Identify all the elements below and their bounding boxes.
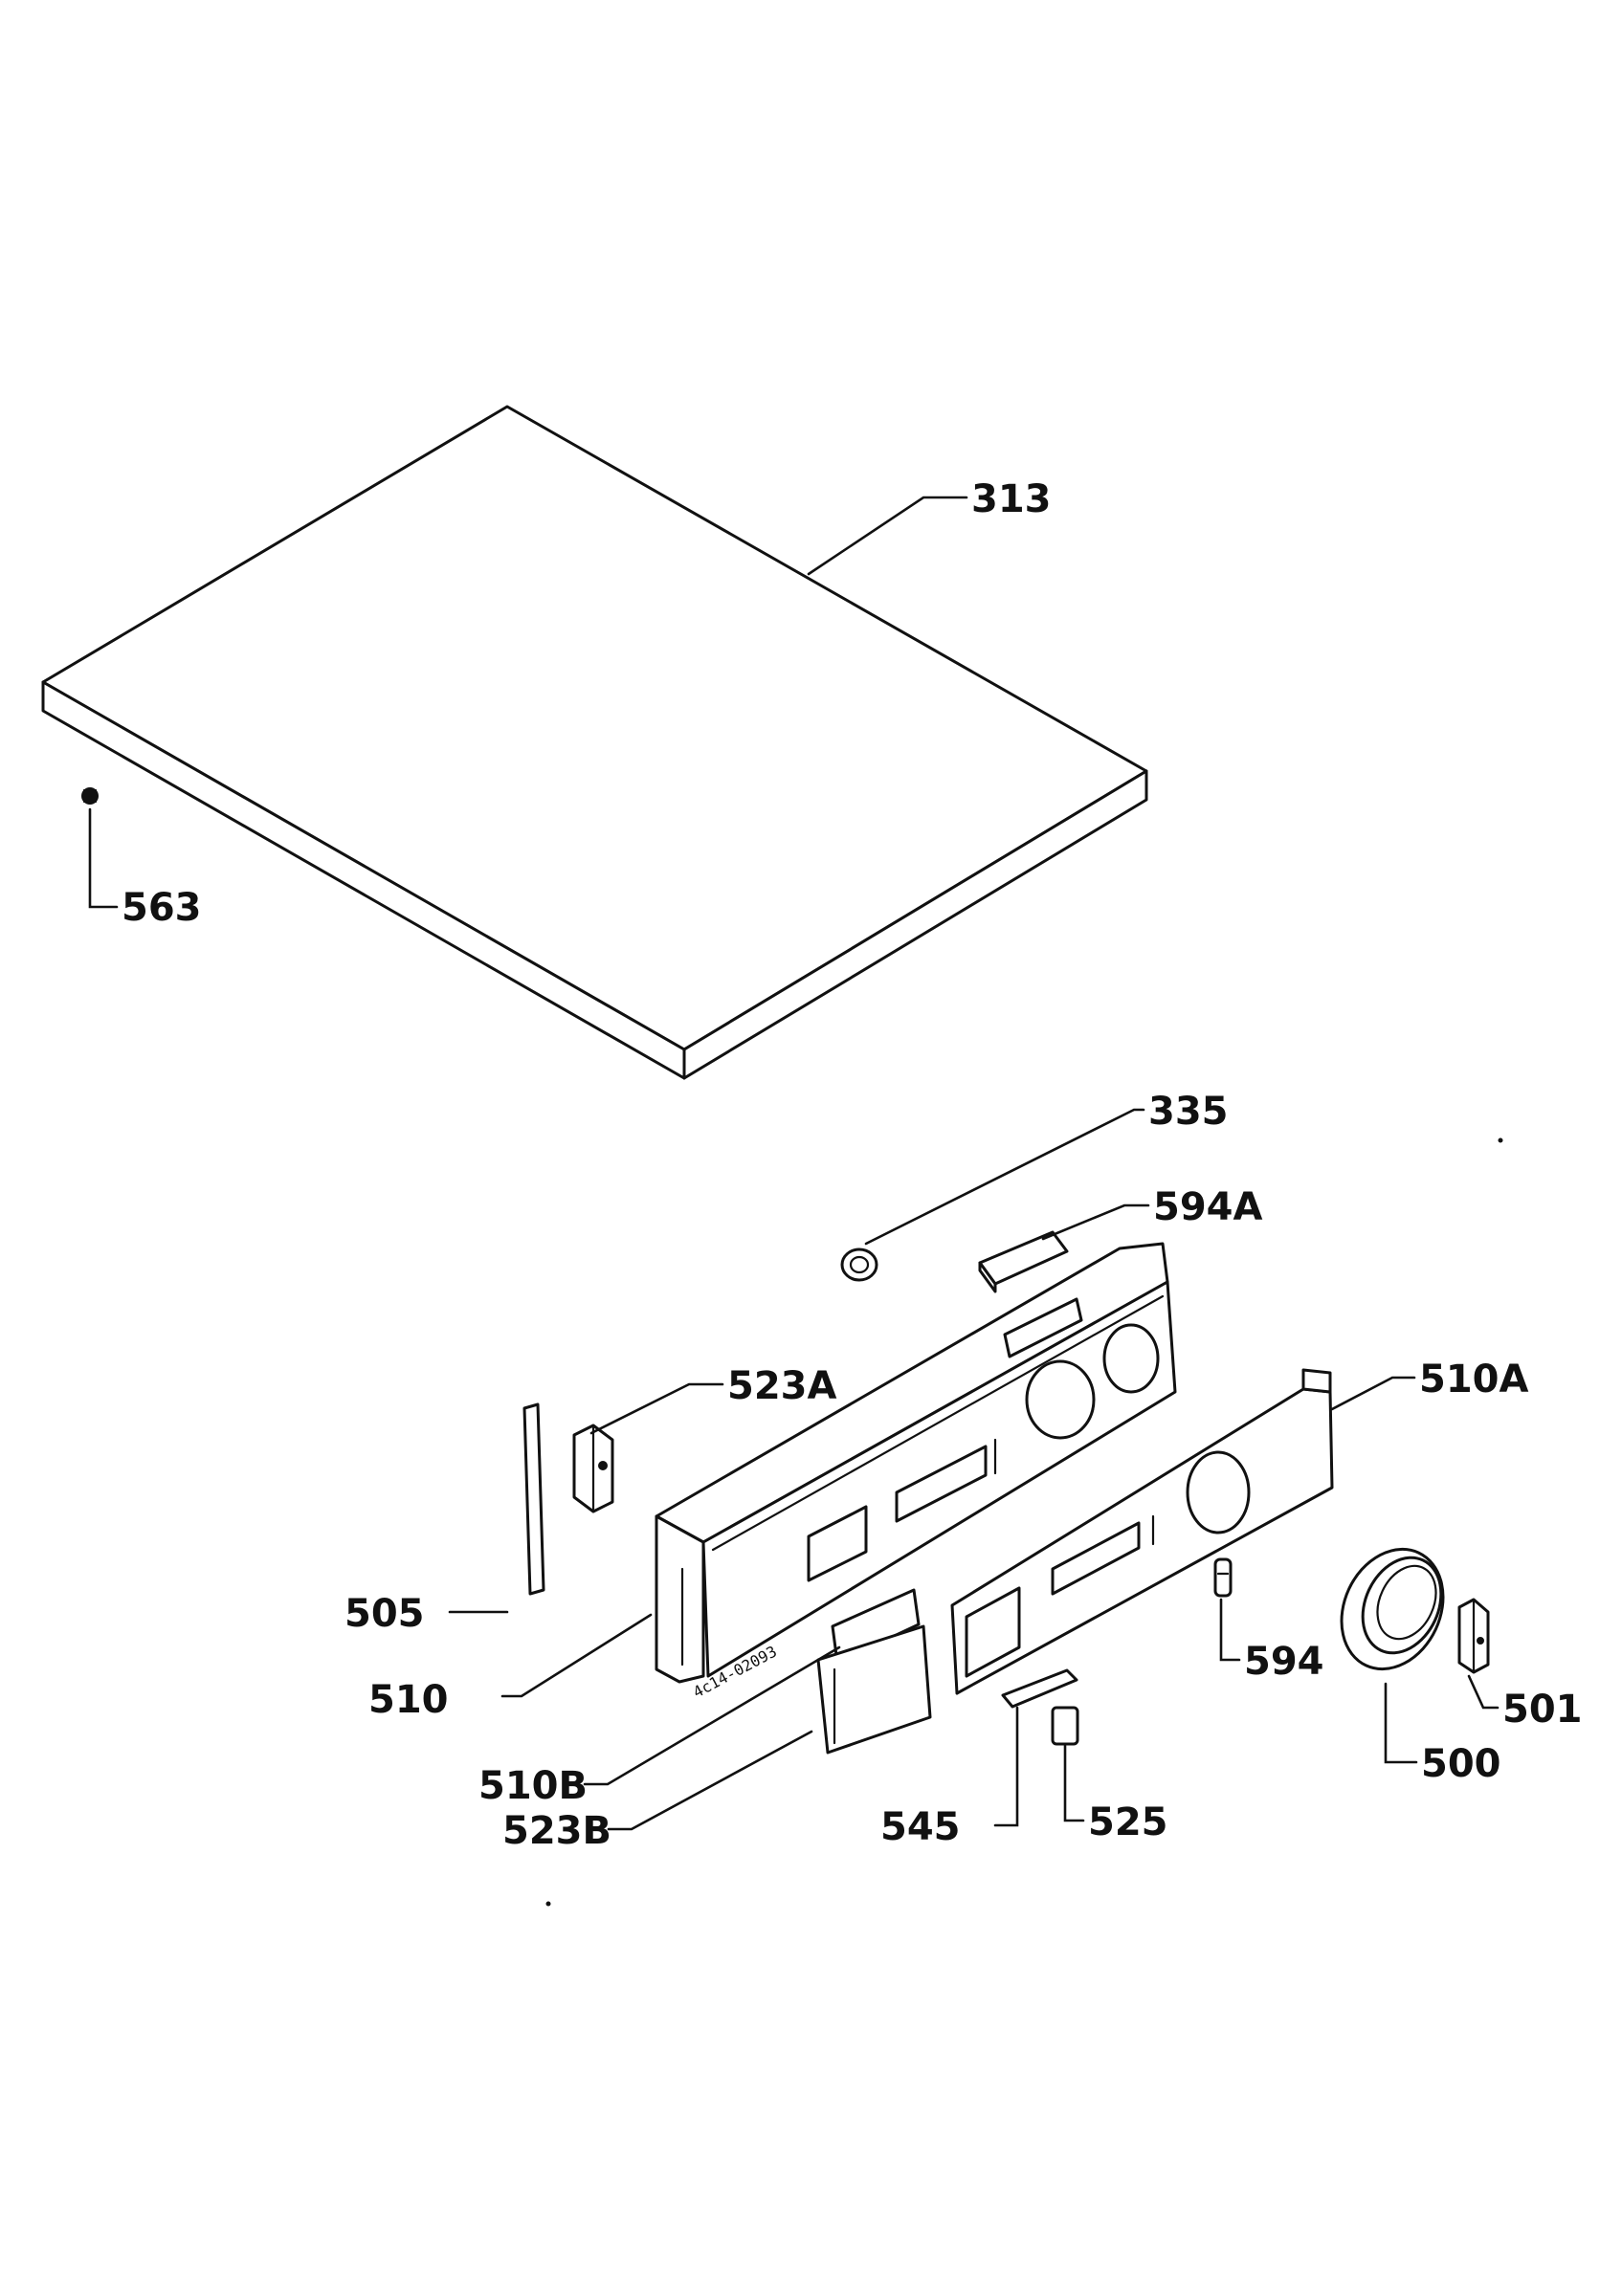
part-594-toggle <box>1213 1557 1233 1598</box>
scan-specks <box>545 1137 1503 1907</box>
label-594: 594 <box>1244 1640 1324 1684</box>
label-335: 335 <box>1148 1090 1229 1134</box>
label-510a: 510A <box>1419 1358 1528 1402</box>
label-510b: 510B <box>478 1764 588 1808</box>
label-594a: 594A <box>1153 1185 1262 1229</box>
label-545: 545 <box>880 1805 961 1849</box>
part-525-button <box>1051 1706 1079 1746</box>
part-523b-cover <box>816 1624 932 1755</box>
part-594a-button <box>978 1230 1069 1293</box>
part-523a-bracket <box>572 1424 614 1513</box>
label-501: 501 <box>1502 1688 1583 1732</box>
part-500-ring-knob <box>1340 1547 1445 1671</box>
part-505-rod <box>522 1402 545 1596</box>
label-500: 500 <box>1421 1742 1501 1786</box>
part-510a-fascia <box>950 1368 1334 1695</box>
label-563: 563 <box>122 886 202 930</box>
leader-lines <box>88 496 1500 1831</box>
part-335-knob <box>840 1247 878 1282</box>
label-525: 525 <box>1088 1800 1168 1844</box>
label-523a: 523A <box>727 1364 836 1408</box>
label-523b: 523B <box>502 1809 611 1853</box>
part-labels: 313 563 335 594A 523A 510A 505 510 594 5… <box>122 477 1583 1853</box>
part-313-top-panel <box>41 405 1148 1080</box>
label-510: 510 <box>368 1678 449 1722</box>
part-563-screw <box>81 787 99 805</box>
part-545-strip <box>1001 1668 1078 1709</box>
part-510-control-housing: 4c14-02093 <box>655 1242 1177 1702</box>
label-505: 505 <box>344 1592 425 1636</box>
label-313: 313 <box>971 477 1052 521</box>
part-501-clip <box>1457 1598 1490 1674</box>
